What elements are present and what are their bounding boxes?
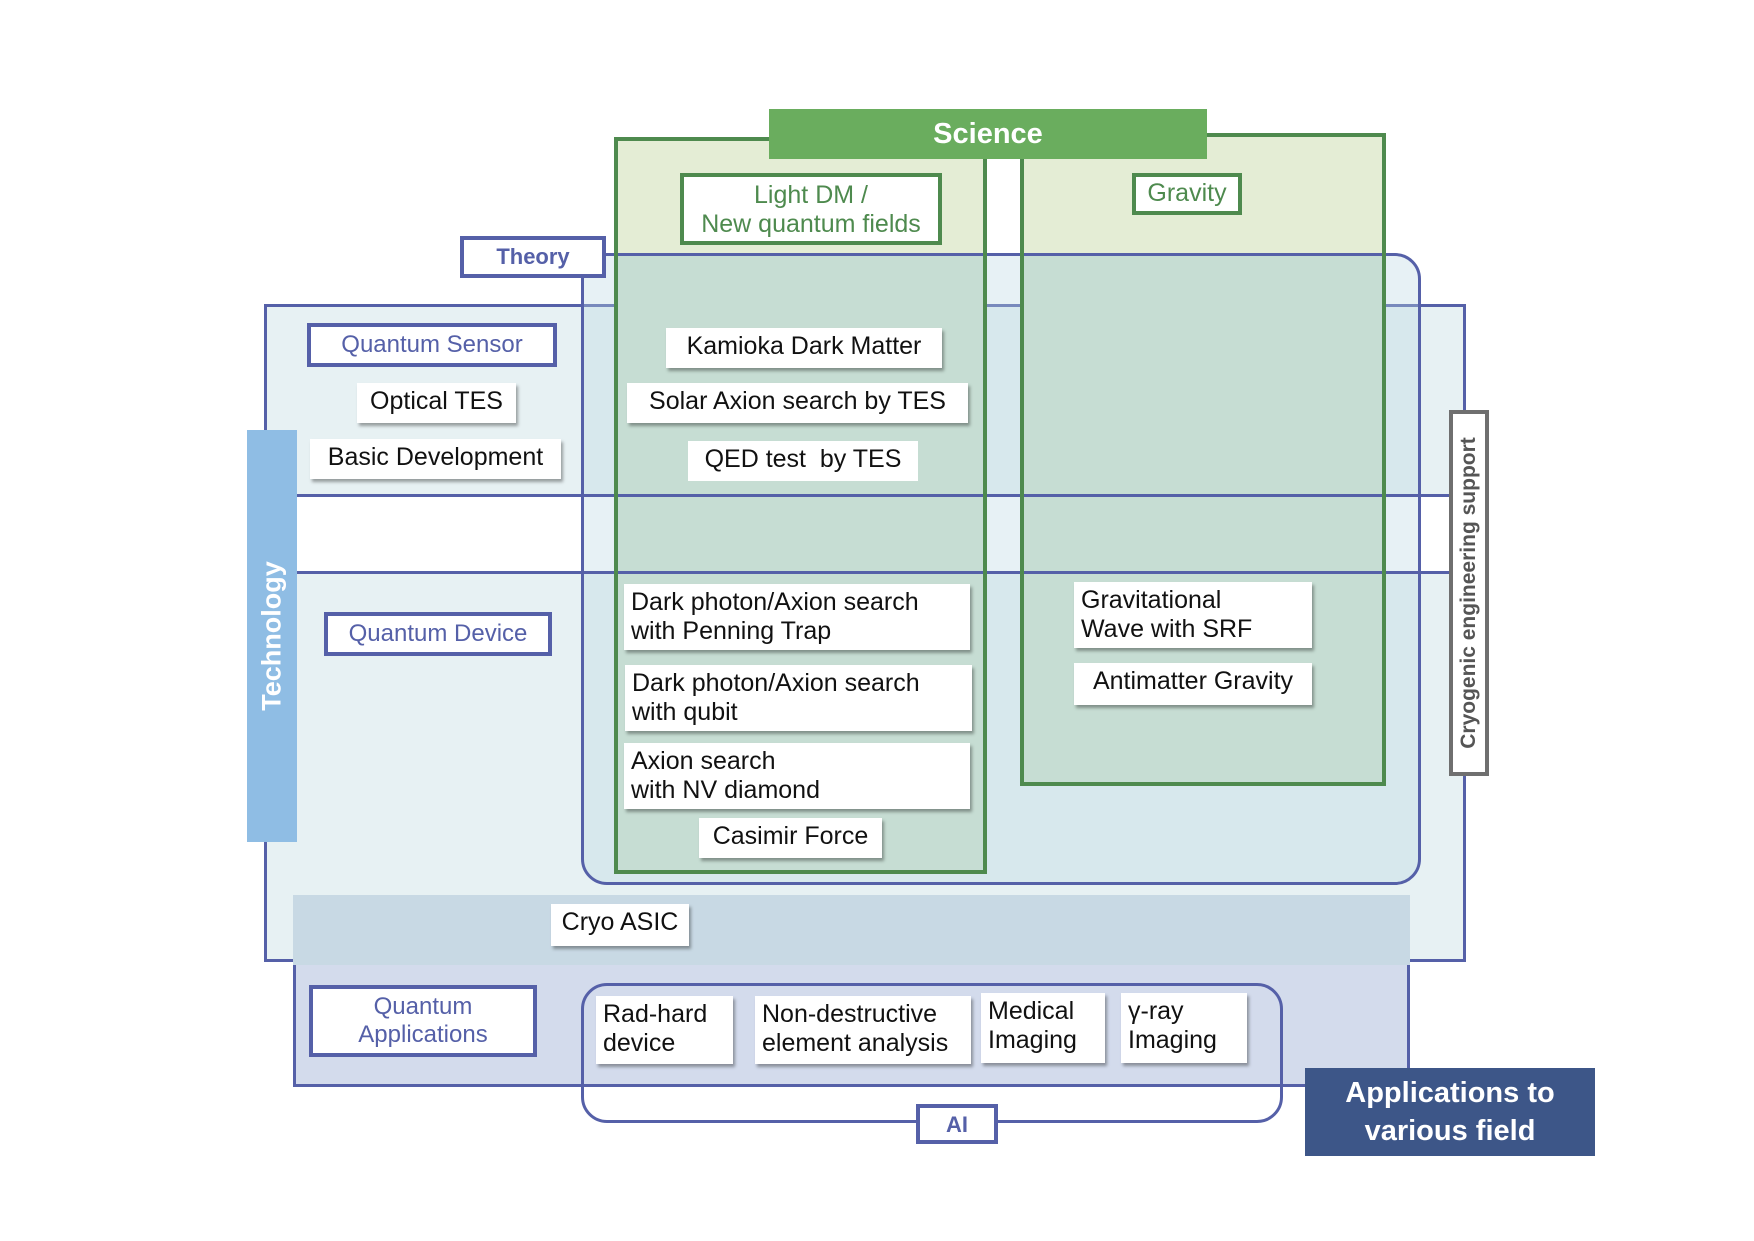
cryo-asic-item: Cryo ASIC [551,904,689,946]
antimatter-gravity-item: Antimatter Gravity [1074,663,1312,705]
quantum-sensor-label: Quantum Sensor [307,323,557,367]
rad-hard-device-item: Rad-hard device [596,996,733,1064]
qubit-item: Dark photon/Axion search with qubit [625,665,972,731]
gravitational-wave-srf-item: Gravitational Wave with SRF [1074,582,1312,648]
medical-imaging-item: Medical Imaging [981,993,1105,1063]
gamma-ray-imaging-item: γ-ray Imaging [1121,993,1247,1063]
light-dm-label: Light DM / New quantum fields [680,173,942,245]
casimir-force-item: Casimir Force [699,818,882,858]
sensor-divider-line [296,494,1452,497]
technology-banner: Technology [247,430,297,842]
cryogenic-support-label: Cryogenic engineering support [1457,437,1480,749]
device-divider-line [296,571,1452,574]
kamioka-dark-matter-item: Kamioka Dark Matter [666,328,942,368]
nv-diamond-item: Axion search with NV diamond [624,743,970,809]
qed-test-tes-item: QED test by TES [688,441,918,481]
technology-label: Technology [256,561,287,711]
cryogenic-support-box: Cryogenic engineering support [1449,410,1489,776]
ai-label: AI [916,1104,998,1144]
quantum-device-label: Quantum Device [324,612,552,656]
basic-development-item: Basic Development [310,439,561,479]
theory-label: Theory [460,236,606,278]
non-destructive-analysis-item: Non-destructive element analysis [755,996,971,1064]
penning-trap-item: Dark photon/Axion search with Penning Tr… [624,584,970,650]
quantum-applications-label: Quantum Applications [309,985,537,1057]
cryo-asic-band [293,895,1410,965]
applications-to-various-field-banner: Applications to various field [1305,1068,1595,1156]
gravity-label: Gravity [1132,173,1242,215]
optical-tes-item: Optical TES [357,383,516,423]
science-banner: Science [769,109,1207,159]
solar-axion-tes-item: Solar Axion search by TES [627,383,968,423]
